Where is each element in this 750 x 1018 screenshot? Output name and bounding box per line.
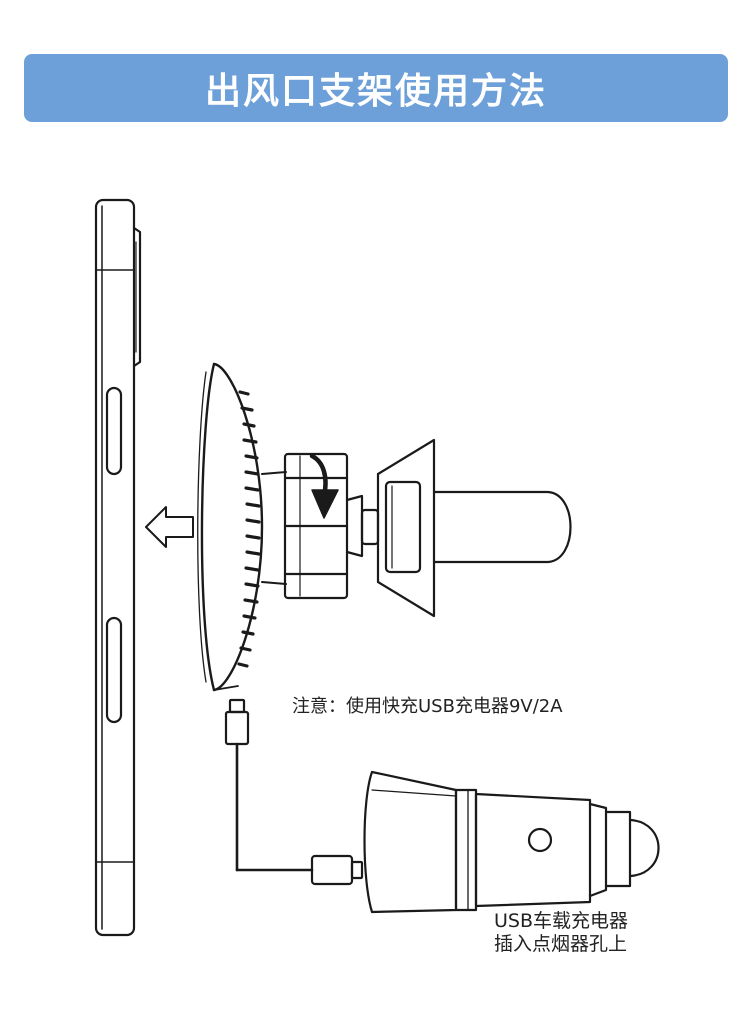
usb-a-plug xyxy=(310,854,354,886)
charger-instruction: USB车载充电器 插入点烟器孔上 xyxy=(494,910,628,956)
ball-joint-neck xyxy=(261,471,287,585)
charger-label-line2: 插入点烟器孔上 xyxy=(494,933,628,955)
pad-vent-ridges xyxy=(237,390,261,668)
vent-clip-prong xyxy=(432,490,572,564)
title-banner: 出风口支架使用方法 xyxy=(24,54,728,122)
camera-bump xyxy=(132,226,142,368)
charger-label-line1: USB车载充电器 xyxy=(494,910,629,932)
side-button xyxy=(105,616,123,724)
phone xyxy=(94,198,142,937)
volume-button xyxy=(105,386,123,476)
rotating-lock-nut xyxy=(283,452,349,600)
charging-cable xyxy=(224,698,364,886)
charger-spring-tip xyxy=(604,810,632,888)
charger-indicator-light xyxy=(527,827,553,853)
arrow-left-outline-icon xyxy=(145,506,194,548)
clip-hinge xyxy=(360,508,380,546)
air-vent-clip xyxy=(376,438,572,618)
curved-rotate-arrow-icon xyxy=(309,453,339,519)
usb-c-plug xyxy=(224,710,250,746)
phone-body xyxy=(94,198,136,937)
nut-connector xyxy=(345,494,364,558)
page-title: 出风口支架使用方法 xyxy=(204,71,547,112)
charging-pad xyxy=(197,362,264,692)
charging-note: 注意：使用快充USB充电器9V/2A xyxy=(292,696,563,717)
usb-car-charger xyxy=(363,770,660,914)
